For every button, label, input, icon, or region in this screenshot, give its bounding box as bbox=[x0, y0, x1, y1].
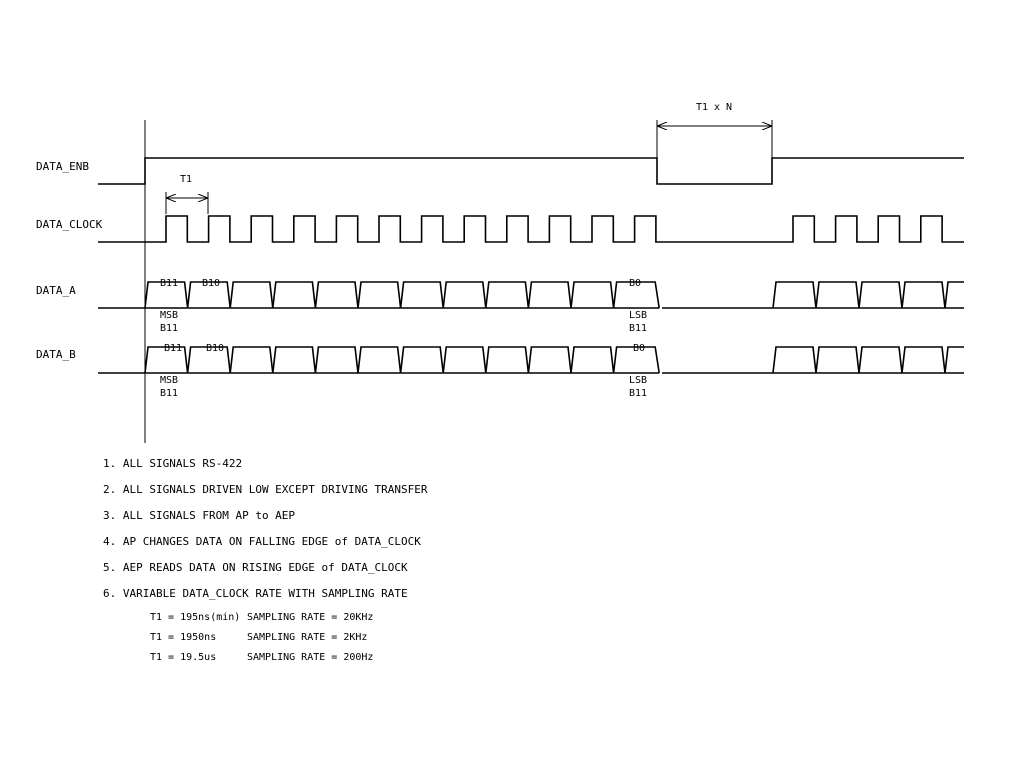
timing-t1-value: T1 = 195ns(min) bbox=[150, 612, 241, 623]
signal-label-data-clock: DATA_CLOCK bbox=[36, 218, 103, 231]
timing-sampling-rate: SAMPLING RATE = 20KHz bbox=[247, 612, 374, 623]
bus-bit-cell bbox=[399, 281, 444, 309]
note-item: 6. VARIABLE DATA_CLOCK RATE WITH SAMPLIN… bbox=[103, 587, 408, 600]
bus-bit-cell bbox=[229, 281, 274, 309]
data-a-msb-label: MSB bbox=[160, 310, 178, 321]
bus-bit-cell bbox=[186, 281, 231, 309]
bus-bit-cell bbox=[815, 346, 860, 374]
bus-bit-cell bbox=[144, 346, 189, 374]
bus-bit-cell bbox=[357, 346, 402, 374]
t1xn-label: T1 x N bbox=[696, 102, 732, 113]
bus-bit-cell bbox=[612, 281, 660, 309]
signal-label-data-enb: DATA_ENB bbox=[36, 160, 89, 173]
timing-t1-value: T1 = 1950ns bbox=[150, 632, 217, 643]
data-enb-waveform bbox=[98, 157, 964, 185]
data-a-first-bit: B11 bbox=[160, 278, 178, 289]
bus-bit-cell bbox=[314, 281, 359, 309]
bus-bit-cell bbox=[612, 346, 660, 374]
data-b-lsb-bit: B11 bbox=[629, 388, 647, 399]
data-b-lsb-label: LSB bbox=[629, 375, 647, 386]
bus-bit-cell bbox=[314, 346, 359, 374]
bus-bit-cell bbox=[485, 346, 530, 374]
bus-bit-cell bbox=[570, 346, 615, 374]
data-b-bus bbox=[98, 346, 964, 374]
bus-bit-cell bbox=[858, 281, 903, 309]
bus-bit-cell bbox=[944, 281, 964, 309]
bus-bit-cell bbox=[485, 281, 530, 309]
note-item: 4. AP CHANGES DATA ON FALLING EDGE of DA… bbox=[103, 535, 421, 548]
timing-t1-value: T1 = 19.5us bbox=[150, 652, 217, 663]
data-a-last-bit: B0 bbox=[629, 278, 641, 289]
bus-bit-cell bbox=[772, 281, 817, 309]
data-a-lsb-bit: B11 bbox=[629, 323, 647, 334]
data-b-second-bit: B10 bbox=[206, 343, 224, 354]
signal-label-data-b: DATA_B bbox=[36, 348, 76, 361]
bus-bit-cell bbox=[570, 281, 615, 309]
bus-bit-cell bbox=[144, 281, 189, 309]
bus-bit-cell bbox=[901, 346, 946, 374]
bus-bit-cell bbox=[858, 346, 903, 374]
data-a-second-bit: B10 bbox=[202, 278, 220, 289]
note-item: 1. ALL SIGNALS RS-422 bbox=[103, 457, 243, 470]
bus-bit-cell bbox=[272, 281, 317, 309]
bus-bit-cell bbox=[186, 346, 231, 374]
signal-label-data-a: DATA_A bbox=[36, 284, 76, 297]
bus-bit-cell bbox=[229, 346, 274, 374]
bus-bit-cell bbox=[272, 346, 317, 374]
note-item: 5. AEP READS DATA ON RISING EDGE of DATA… bbox=[103, 561, 408, 574]
data-a-bus bbox=[98, 281, 964, 309]
data-a-lsb-label: LSB bbox=[629, 310, 647, 321]
bus-bit-cell bbox=[815, 281, 860, 309]
bus-bit-cell bbox=[442, 346, 487, 374]
bus-bit-cell bbox=[527, 281, 572, 309]
data-b-first-bit: B11 bbox=[164, 343, 182, 354]
t1-label: T1 bbox=[180, 174, 192, 185]
data-b-last-bit: B0 bbox=[633, 343, 645, 354]
data-b-msb-label: MSB bbox=[160, 375, 178, 386]
bus-bit-cell bbox=[527, 346, 572, 374]
data-clock-waveform bbox=[98, 215, 964, 243]
bus-bit-cell bbox=[772, 346, 817, 374]
timing-sampling-rate: SAMPLING RATE = 2KHz bbox=[247, 632, 368, 643]
bus-bit-cell bbox=[442, 281, 487, 309]
timing-sampling-rate: SAMPLING RATE = 200Hz bbox=[247, 652, 374, 663]
bus-bit-cell bbox=[357, 281, 402, 309]
bus-bit-cell bbox=[399, 346, 444, 374]
data-a-msb-bit: B11 bbox=[160, 323, 178, 334]
note-item: 3. ALL SIGNALS FROM AP to AEP bbox=[103, 509, 296, 522]
bus-bit-cell bbox=[901, 281, 946, 309]
note-item: 2. ALL SIGNALS DRIVEN LOW EXCEPT DRIVING… bbox=[103, 483, 428, 496]
bus-bit-cell bbox=[944, 346, 964, 374]
data-b-msb-bit: B11 bbox=[160, 388, 178, 399]
